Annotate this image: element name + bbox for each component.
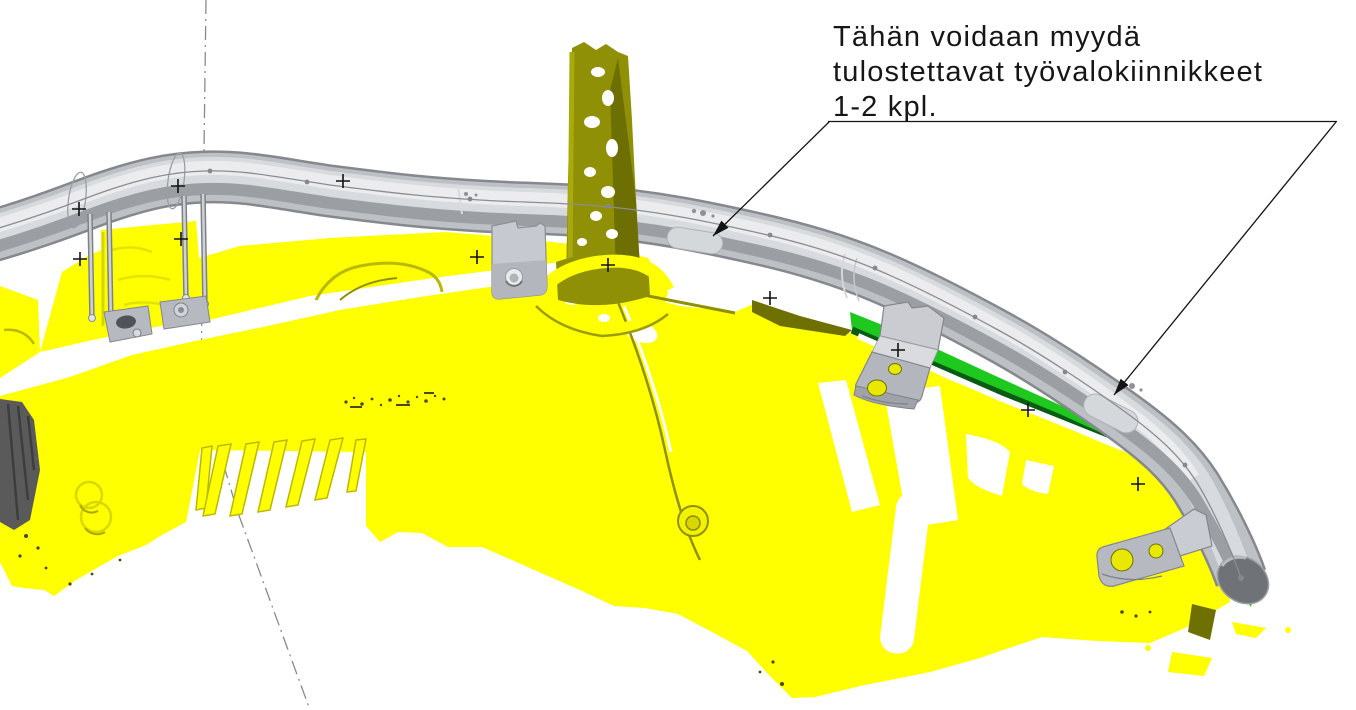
mesh-speckles <box>68 392 1152 686</box>
mesh-ridge-shadow <box>752 300 852 336</box>
work-light-bracket-middle[interactable] <box>853 301 945 410</box>
plus-marker <box>174 232 188 246</box>
plus-marker <box>470 250 484 264</box>
mesh-vent-slots <box>195 437 367 517</box>
plus-marker <box>763 291 777 305</box>
plus-marker <box>73 252 87 266</box>
work-light-bracket-front[interactable] <box>491 220 548 300</box>
sketch-ellipse[interactable] <box>164 152 188 210</box>
leader-line-1 <box>712 121 830 237</box>
u-bolt-clamp-1[interactable] <box>65 171 153 343</box>
mesh-grab-handle-left <box>0 327 39 358</box>
plus-marker <box>1131 477 1145 491</box>
mesh-screw-boss <box>677 505 709 537</box>
work-light-bracket-rear[interactable] <box>1096 508 1213 587</box>
plus-marker <box>891 343 905 357</box>
annotation-line-2[interactable]: tulostettavat työvalokiinnikkeet <box>833 56 1263 88</box>
plus-marker <box>336 174 350 188</box>
leader-line-2 <box>1113 121 1337 396</box>
mesh-dark-fragment <box>0 399 48 570</box>
tube-sketch-path[interactable] <box>0 168 1244 581</box>
annotation-line-3[interactable]: 1-2 kpl. <box>833 91 938 123</box>
u-bolt-clamp-2[interactable] <box>159 152 211 330</box>
mesh-dome-bump <box>79 500 113 534</box>
tube-surface-dots <box>464 192 1143 392</box>
annotation-note[interactable]: Tähän voidaan myydä tulostettavat työval… <box>712 21 1337 396</box>
printed-mount-pad-2[interactable] <box>1080 390 1142 437</box>
sketch-ellipse[interactable] <box>65 171 90 229</box>
annotation-line-1[interactable]: Tähän voidaan myydä <box>833 21 1141 53</box>
light-bar-tube[interactable] <box>0 150 1278 614</box>
plus-marker <box>1021 403 1035 417</box>
mesh-grab-handle-center <box>314 261 444 301</box>
plus-marker <box>601 258 615 272</box>
mesh-dome-bump <box>74 480 104 510</box>
plus-marker <box>72 202 86 216</box>
printed-mount-pad-1[interactable] <box>666 226 725 256</box>
scan-marker-group <box>72 174 1145 491</box>
plus-marker <box>171 179 185 193</box>
